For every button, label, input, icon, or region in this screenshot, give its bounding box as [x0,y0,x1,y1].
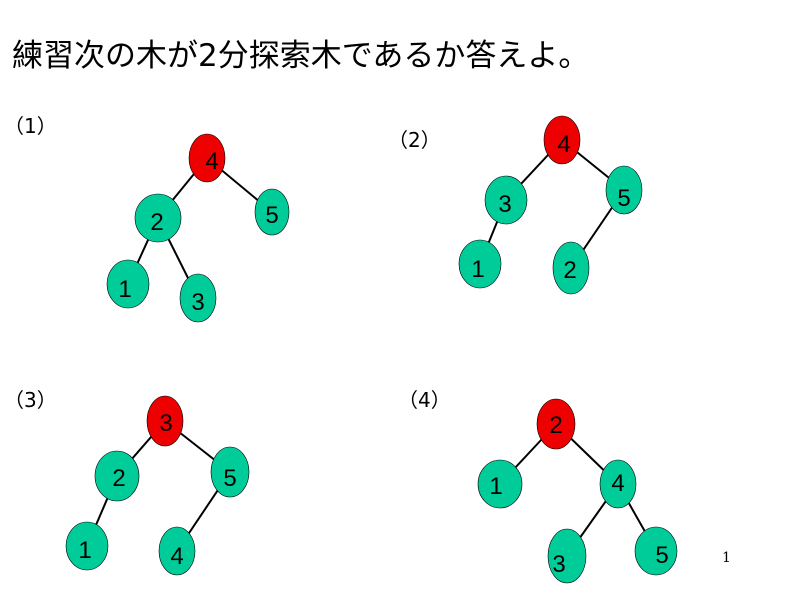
tree-4-node [634,526,678,576]
tree-1-node [106,259,150,309]
tree-2: 4 3 5 1 2 [458,115,643,295]
tree-4: 2 1 4 3 5 [477,398,678,584]
tree-2-node-label: 1 [471,256,484,283]
tree-4-node-label: 3 [552,551,565,578]
tree-4-label: （4） [398,388,451,412]
tree-4-node-label: 1 [489,473,502,500]
tree-4-node [477,459,523,509]
tree-2-node-label: 4 [557,131,570,158]
tree-4-node [547,528,587,584]
tree-3-node-label: 4 [170,543,183,570]
tree-1-node [134,193,182,243]
tree-4-node-label: 5 [655,542,668,569]
tree-1-label: （1） [4,114,57,138]
tree-1-node [179,273,217,323]
tree-3-node-label: 2 [112,465,125,492]
tree-1-node-label: 3 [191,289,204,316]
tree-4-node-label: 2 [549,412,562,439]
tree-2-node [458,239,502,289]
tree-1-node [254,188,290,236]
tree-2-node-label: 3 [498,191,511,218]
page-number: 1 [722,550,731,566]
tree-3-node-label: 5 [223,465,236,492]
tree-1-node [188,133,226,183]
tree-3-label: （3） [4,388,57,412]
tree-2-node-label: 2 [563,257,576,284]
tree-2-node [605,165,643,215]
tree-3-node [146,395,184,447]
tree-2-node-label: 5 [617,185,630,212]
tree-1-node-label: 1 [118,276,131,303]
tree-3: 3 2 5 1 4 [65,395,250,576]
tree-2-node [552,241,590,295]
tree-2-label: （2） [388,128,441,152]
tree-3-node [210,446,250,498]
slide-title: 練習次の木が2分探索木であるか答えよ。 [12,38,590,74]
tree-4-node [599,459,637,509]
tree-2-node [484,175,528,225]
tree-3-node [94,450,140,502]
tree-4-node [536,398,576,450]
tree-1-node-label: 2 [150,209,163,236]
tree-3-node-label: 3 [159,410,172,437]
tree-4-node-label: 4 [611,470,624,497]
tree-2-node [543,115,581,165]
tree-1: 4 2 5 1 3 [106,133,290,323]
tree-3-node [158,526,196,576]
tree-3-node-label: 1 [78,537,91,564]
tree-3-node [65,521,109,571]
tree-1-node-label: 4 [205,148,218,175]
tree-1-node-label: 5 [265,202,278,229]
